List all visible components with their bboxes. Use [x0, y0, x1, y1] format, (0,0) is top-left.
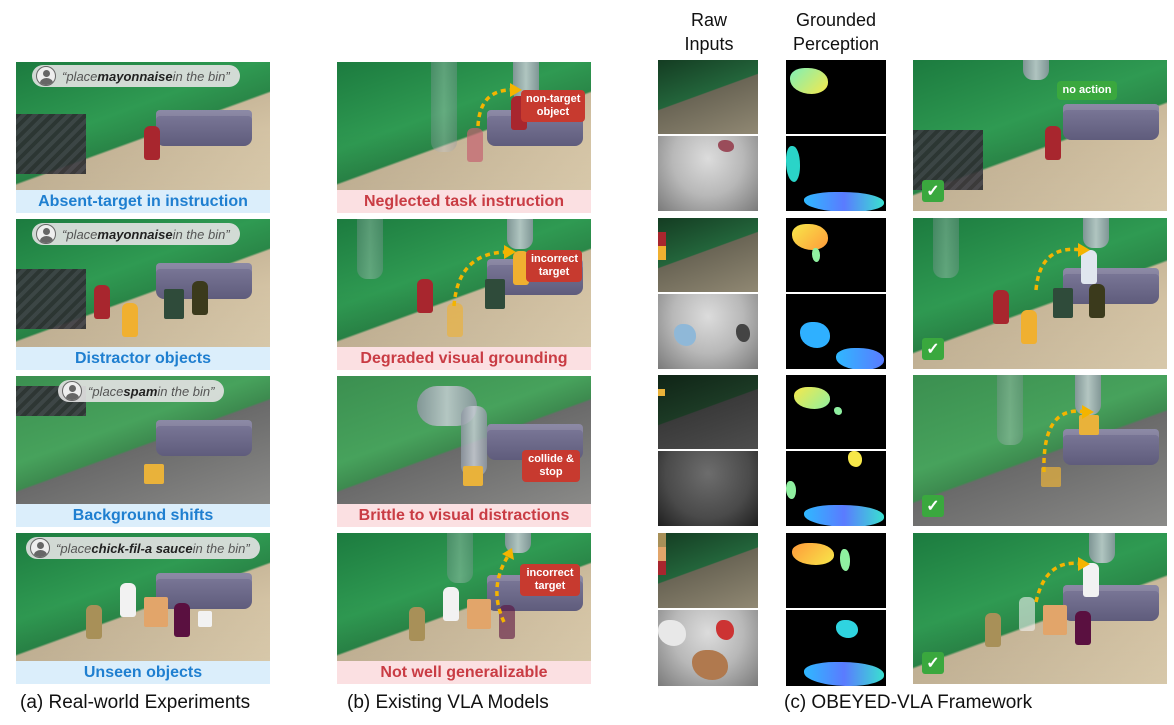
user-avatar-icon: [62, 381, 82, 401]
row4-raw-wrist: [658, 610, 758, 686]
row1-mask-top: [786, 60, 886, 134]
row1-a-label: Absent-target in instruction: [16, 190, 270, 213]
row1-obeyed-photo: [913, 60, 1167, 211]
row1-instruction: “place mayonnaise in the bin”: [32, 65, 240, 87]
row1-b-badge: non-target object: [521, 90, 585, 122]
checkmark-icon: ✓: [922, 180, 944, 202]
row4-obeyed-photo: [913, 533, 1167, 684]
row3-a-label: Background shifts: [16, 504, 270, 527]
row3-b-label: Brittle to visual distractions: [337, 504, 591, 527]
row4-raw-top: [658, 533, 758, 608]
row4-mask-top: [786, 533, 886, 608]
row3-raw-wrist: [658, 451, 758, 526]
raw-inputs-header: Raw Inputs: [684, 10, 734, 54]
row2-raw-wrist: [658, 294, 758, 369]
row2-b-badge: incorrect target: [526, 250, 582, 282]
row1-vla-photo: [337, 62, 591, 190]
row1-b-label: Neglected task instruction: [337, 190, 591, 213]
row4-vla-photo: [337, 533, 591, 661]
row2-instruction: “place mayonnaise in the bin”: [32, 223, 240, 245]
row4-instruction: “place chick-fil-a sauce in the bin”: [26, 537, 260, 559]
row4-a-label: Unseen objects: [16, 661, 270, 684]
row2-raw-top: [658, 218, 758, 292]
row4-b-badge: incorrect target: [520, 564, 580, 596]
row1-c-badge: no action: [1057, 81, 1117, 100]
row3-mask-top: [786, 375, 886, 449]
caption-b: (b) Existing VLA Models: [347, 692, 549, 713]
row3-obeyed-photo: [913, 375, 1167, 526]
user-avatar-icon: [30, 538, 50, 558]
row4-b-label: Not well generalizable: [337, 661, 591, 684]
row3-raw-top: [658, 375, 758, 449]
row1-raw-top: [658, 60, 758, 134]
row2-mask-wrist: [786, 294, 886, 369]
row3-instruction: “place spam in the bin”: [58, 380, 225, 402]
row1-mask-wrist: [786, 136, 886, 211]
checkmark-icon: ✓: [922, 338, 944, 360]
user-avatar-icon: [36, 66, 56, 86]
checkmark-icon: ✓: [922, 495, 944, 517]
row2-a-label: Distractor objects: [16, 347, 270, 370]
row2-mask-top: [786, 218, 886, 292]
row4-mask-wrist: [786, 610, 886, 686]
checkmark-icon: ✓: [922, 652, 944, 674]
row3-vla-photo: [337, 376, 591, 504]
caption-a: (a) Real-world Experiments: [20, 692, 251, 713]
row2-obeyed-photo: [913, 218, 1167, 369]
row1-raw-wrist: [658, 136, 758, 211]
row3-b-badge: collide & stop: [522, 450, 580, 482]
user-avatar-icon: [36, 224, 56, 244]
caption-c: (c) OBEYED-VLA Framework: [784, 692, 1033, 713]
grounded-perception-header: Grounded Perception: [792, 10, 880, 54]
row3-mask-wrist: [786, 451, 886, 526]
row2-vla-photo: [337, 219, 591, 347]
row2-b-label: Degraded visual grounding: [337, 347, 591, 370]
